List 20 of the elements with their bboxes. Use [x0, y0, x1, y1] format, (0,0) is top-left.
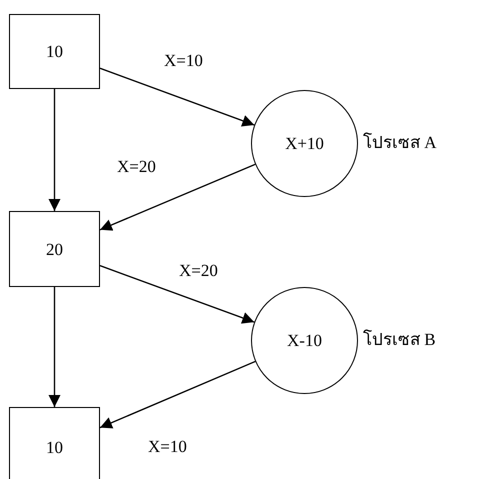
- process-label: โปรเซส B: [363, 330, 436, 348]
- edge-label: X=20: [116, 158, 157, 175]
- value-box: [9, 407, 100, 479]
- arrow: [100, 265, 254, 324]
- process-label: โปรเซส A: [363, 134, 437, 150]
- edge-label: X=10: [147, 438, 188, 455]
- node-text: X+10: [285, 135, 324, 152]
- node-text: 10: [46, 438, 63, 456]
- node-text: X-10: [287, 332, 322, 349]
- arrow: [48, 89, 60, 211]
- edge-label: X=10: [163, 52, 204, 69]
- value-box: [9, 14, 100, 89]
- arrow: [100, 164, 256, 231]
- edge-label: X=20: [178, 262, 219, 279]
- value-box: [9, 211, 100, 287]
- node-text: 20: [46, 240, 63, 258]
- arrow: [100, 68, 255, 126]
- arrow: [48, 287, 60, 407]
- arrow: [100, 360, 256, 428]
- node-text: 10: [46, 43, 63, 60]
